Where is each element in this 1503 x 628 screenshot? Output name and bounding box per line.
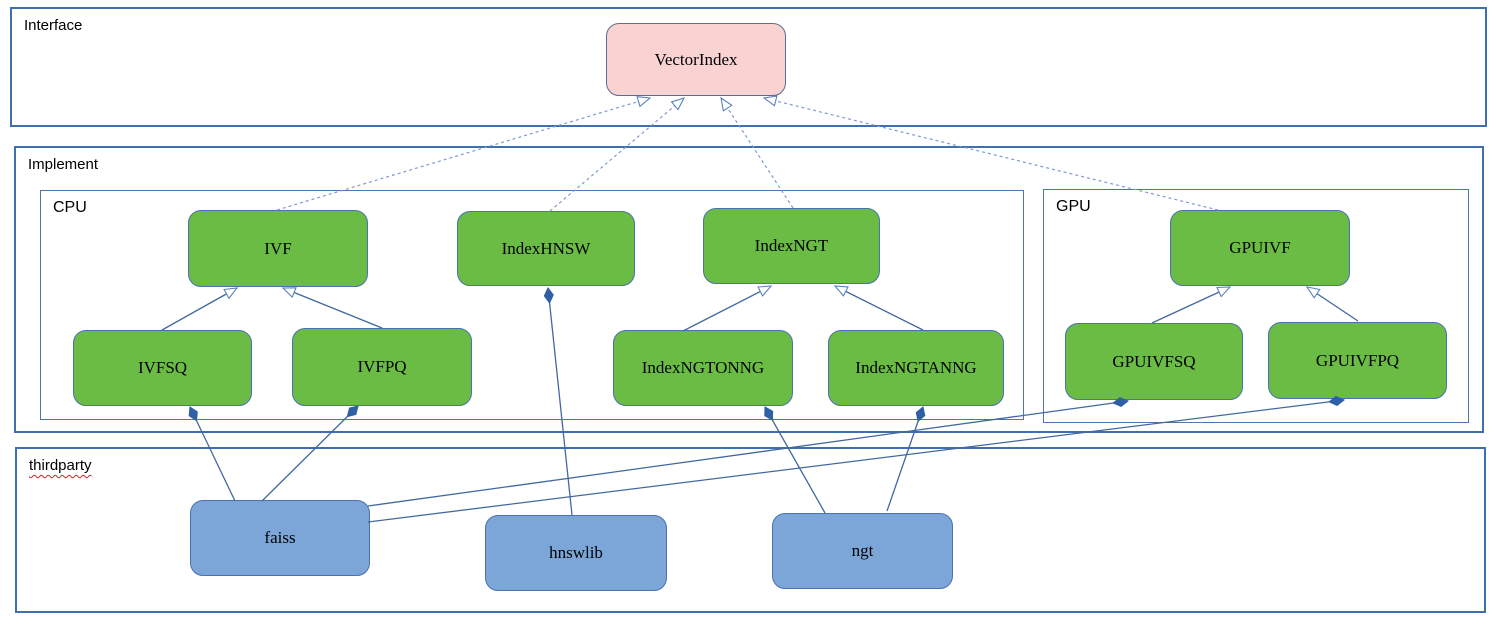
node-gpuivfpq: GPUIVFPQ <box>1268 322 1447 399</box>
group-cpu-label: CPU <box>53 199 87 216</box>
node-gpuivf: GPUIVF <box>1170 210 1350 286</box>
node-hnswlib: hnswlib <box>485 515 667 591</box>
node-indexngt: IndexNGT <box>703 208 880 284</box>
node-faiss: faiss <box>190 500 370 576</box>
node-indexhnsw: IndexHNSW <box>457 211 635 286</box>
node-gpuivfsq: GPUIVFSQ <box>1065 323 1243 400</box>
node-indexngtonng: IndexNGTONNG <box>613 330 793 406</box>
node-ivfsq: IVFSQ <box>73 330 252 406</box>
node-ivfpq: IVFPQ <box>292 328 472 406</box>
node-indexngtanng: IndexNGTANNG <box>828 330 1004 406</box>
node-vectorindex: VectorIndex <box>606 23 786 96</box>
group-implement-label: Implement <box>28 156 99 173</box>
node-ngt: ngt <box>772 513 953 589</box>
group-interface-label: Interface <box>24 17 83 34</box>
group-gpu-label: GPU <box>1056 198 1091 215</box>
group-thirdparty-label: thirdparty <box>29 457 92 474</box>
node-ivf: IVF <box>188 210 368 287</box>
